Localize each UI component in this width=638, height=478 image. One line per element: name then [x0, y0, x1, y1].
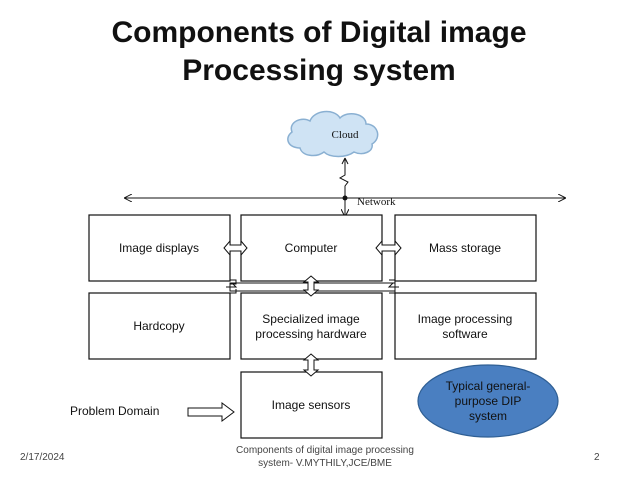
- software-label-line-1: Image processing: [418, 312, 513, 326]
- problem-domain-arrow: [187, 402, 235, 422]
- image-displays-label: Image displays: [119, 241, 199, 255]
- computer-specialized-double-arrow: [302, 275, 320, 297]
- ellipse-label-line-1: Typical general-: [446, 379, 531, 393]
- left-bus-connector: [226, 279, 238, 294]
- hardcopy-box: [88, 292, 231, 360]
- image-sensors-label: Image sensors: [272, 398, 351, 412]
- footer-caption-line-2: system- V.MYTHILY,JCE/BME: [258, 458, 392, 469]
- dip-system-ellipse: [417, 364, 559, 438]
- software-label-line-2: software: [442, 327, 488, 341]
- display-computer-double-arrow: [223, 239, 248, 257]
- computer-storage-double-arrow: [375, 239, 402, 257]
- right-bus-connector: [387, 279, 399, 294]
- computer-label: Computer: [285, 241, 338, 255]
- mass-storage-label: Mass storage: [429, 241, 501, 255]
- network-link-line: [338, 157, 349, 198]
- slide-title-line-1: Components of Digital image: [111, 16, 527, 49]
- slide-title: Components of Digital image Processing s…: [0, 14, 638, 90]
- specialized-label-line-1: Specialized image: [262, 312, 360, 326]
- processing-software-box: [394, 292, 537, 360]
- problem-domain-label: Problem Domain: [70, 404, 159, 418]
- hardcopy-label: Hardcopy: [133, 319, 184, 333]
- ellipse-label-line-3: system: [469, 409, 507, 423]
- specialized-hardware-box: [240, 292, 383, 360]
- mass-storage-box: [394, 214, 537, 282]
- footer-caption-line-1: Components of digital image processing: [236, 445, 414, 456]
- specialized-sensors-double-arrow: [302, 353, 320, 377]
- footer-date: 2/17/2024: [20, 452, 65, 463]
- image-displays-box: [88, 214, 231, 282]
- specialized-label-line-2: processing hardware: [255, 327, 367, 341]
- ellipse-label-line-2: purpose DIP: [455, 394, 522, 408]
- cloud-label: Cloud: [332, 129, 359, 141]
- slide-title-line-2: Processing system: [182, 54, 456, 87]
- footer-caption: Components of digital image processing s…: [225, 444, 425, 470]
- cloud-shape: [287, 110, 379, 158]
- network-label: Network: [357, 196, 396, 208]
- footer-page-number: 2: [594, 452, 600, 463]
